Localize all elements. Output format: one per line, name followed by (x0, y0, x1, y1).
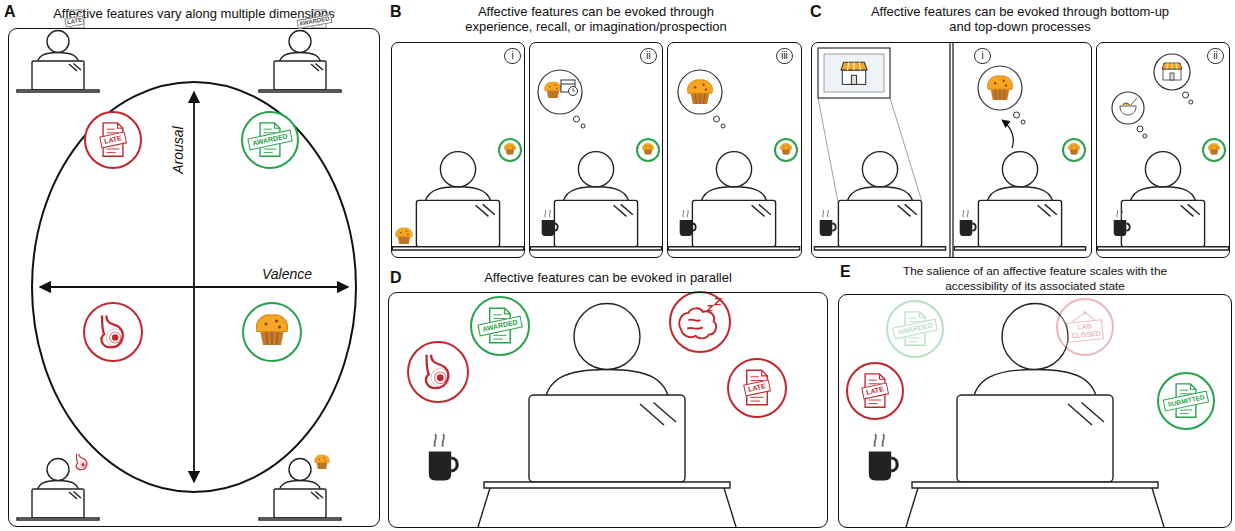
panel-title: Affective features can be evoked in para… (398, 270, 818, 285)
panel: Affective features can be evoked through… (808, 2, 1232, 260)
panel: The salience of an affective feature sca… (838, 262, 1232, 528)
panel-letter: D (390, 269, 402, 287)
sub-panel-number: i (504, 48, 521, 64)
affect-circle: LATE (846, 362, 904, 420)
panel-letter: E (840, 263, 851, 281)
affect-circle: LATE (727, 358, 787, 418)
sub-panel: i (811, 42, 1092, 258)
panel: Affective features can be evoked through… (388, 2, 804, 260)
axis-label: Arousal (170, 126, 186, 173)
panel: Affective features can be evoked in para… (388, 268, 828, 528)
affect-circle: LAB CLOSED (1056, 298, 1114, 356)
sub-panel: ii (1096, 42, 1230, 258)
panel-letter: B (390, 3, 402, 21)
panel: Affective features vary along multiple d… (8, 4, 380, 527)
affect-circle: AWARDED (886, 300, 944, 358)
sub-panel-number: i (974, 48, 991, 64)
sub-panel: iii (667, 42, 802, 258)
sub-panel: ii (529, 42, 663, 258)
sub-panel-number: ii (640, 48, 657, 64)
panel-letter: C (810, 3, 822, 21)
panel-title: Affective features can be evoked through… (870, 4, 1170, 34)
axis-label: Valence (262, 266, 312, 282)
panel-title: Affective features can be evoked through… (446, 4, 746, 34)
affect-circle: AWARDED (241, 111, 299, 169)
sub-panel: i (391, 42, 525, 258)
affect-circle: AWARDED (470, 296, 530, 356)
affect-circle: LATE (84, 111, 142, 169)
status-banner: LAB CLOSED (1066, 319, 1104, 343)
affect-circle: SUBMITTED (1157, 372, 1215, 430)
panel-frame (8, 28, 380, 527)
sub-panel-number: ii (1207, 48, 1224, 64)
sub-panel-number: iii (776, 48, 793, 64)
panel-title: The salience of an affective feature sca… (900, 264, 1170, 294)
panel-letter: A (4, 3, 16, 21)
